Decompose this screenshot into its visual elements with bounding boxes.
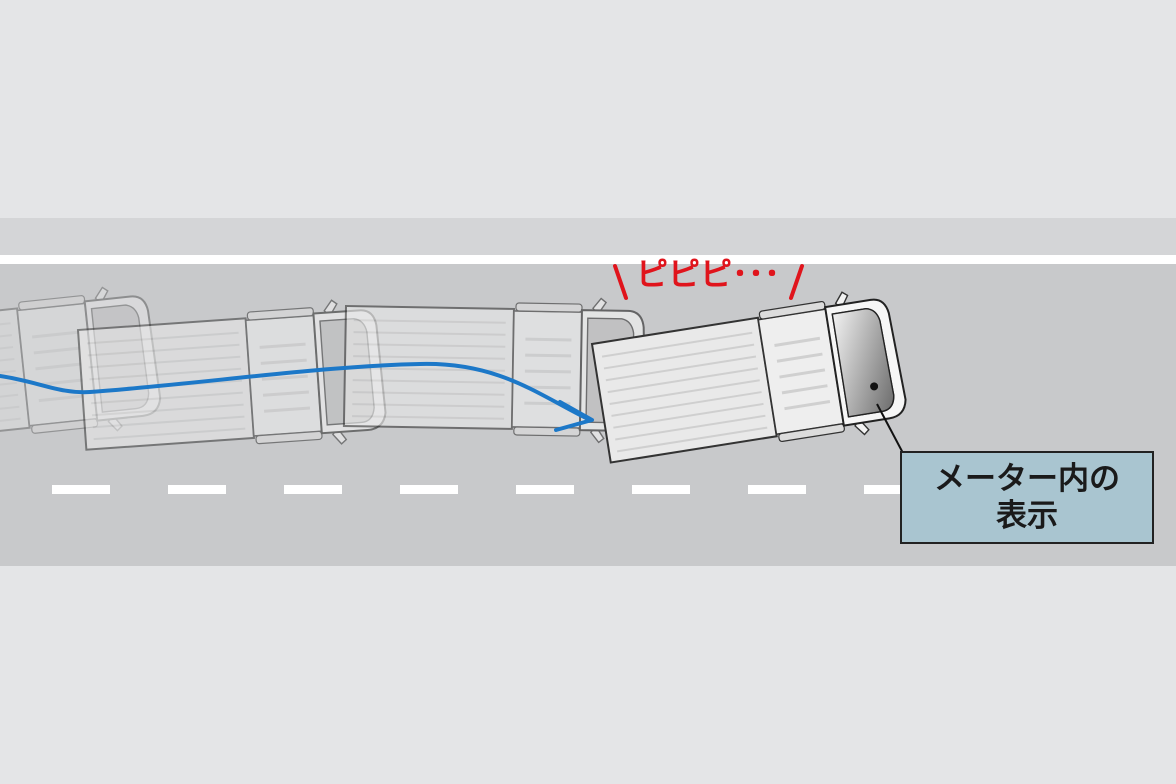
road-edge-line bbox=[0, 255, 1176, 264]
warning-sound: ピピピ･･･ bbox=[613, 255, 804, 300]
callout-label: メーター内の 表示 bbox=[934, 460, 1120, 534]
lane-marking-dashed bbox=[52, 485, 904, 494]
trajectory-arrowhead-icon bbox=[554, 400, 594, 432]
meter-display-callout: メーター内の 表示 bbox=[900, 451, 1154, 544]
sound-mark-right-icon bbox=[789, 264, 804, 300]
callout-leader-line bbox=[876, 403, 905, 456]
warning-sound-text: ピピピ･･･ bbox=[636, 255, 780, 293]
meter-indicator-icon bbox=[870, 382, 879, 391]
trajectory-arrow bbox=[0, 361, 592, 422]
truck-current bbox=[588, 283, 912, 476]
sound-mark-left-icon bbox=[613, 264, 628, 300]
